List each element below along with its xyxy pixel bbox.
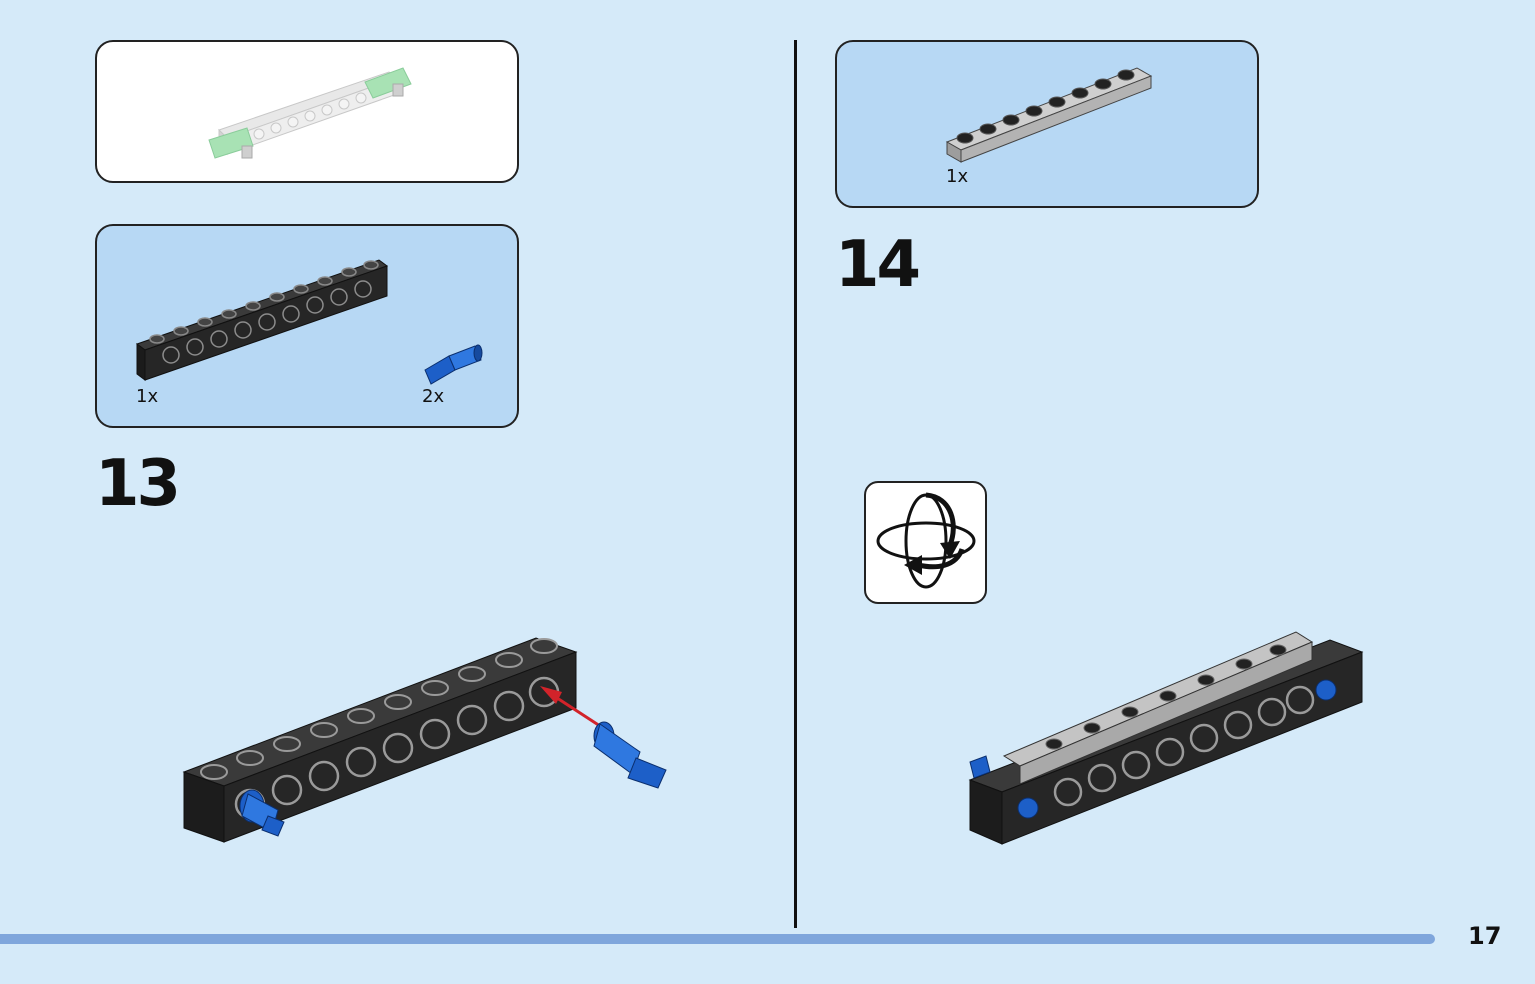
technic-brick-image: [182, 637, 578, 843]
rotate-model-icon: [864, 481, 987, 604]
technic-brick-part-image: [135, 259, 389, 381]
parts-list-step-13: 1x 2x: [95, 224, 519, 428]
parts-list-step-14: 1x: [835, 40, 1259, 208]
technic-pin-inserted-image: [239, 789, 285, 837]
technic-pin-loose-image: [593, 721, 667, 789]
step-divider: [794, 40, 797, 928]
context-preview-box: [95, 40, 519, 183]
part-quantity: 2x: [422, 386, 445, 407]
part-quantity: 1x: [946, 166, 969, 187]
step-14-assembly-image: [968, 631, 1364, 845]
technic-pin-part-image: [424, 344, 483, 385]
insertion-arrow-icon: [540, 686, 601, 728]
parts-list-images: [135, 259, 483, 385]
context-model-image: [208, 67, 412, 159]
step-number: 14: [835, 228, 921, 302]
parts-list-images: [945, 67, 1153, 163]
step-13-assembly-image: [182, 637, 667, 843]
part-quantity: 1x: [136, 386, 159, 407]
technic-brick-with-plate-image: [968, 631, 1364, 845]
step-number: 13: [95, 447, 181, 521]
page-number: 17: [1468, 922, 1502, 950]
page-footer-bar: [0, 934, 1435, 944]
grey-plate-part-image: [945, 67, 1153, 163]
